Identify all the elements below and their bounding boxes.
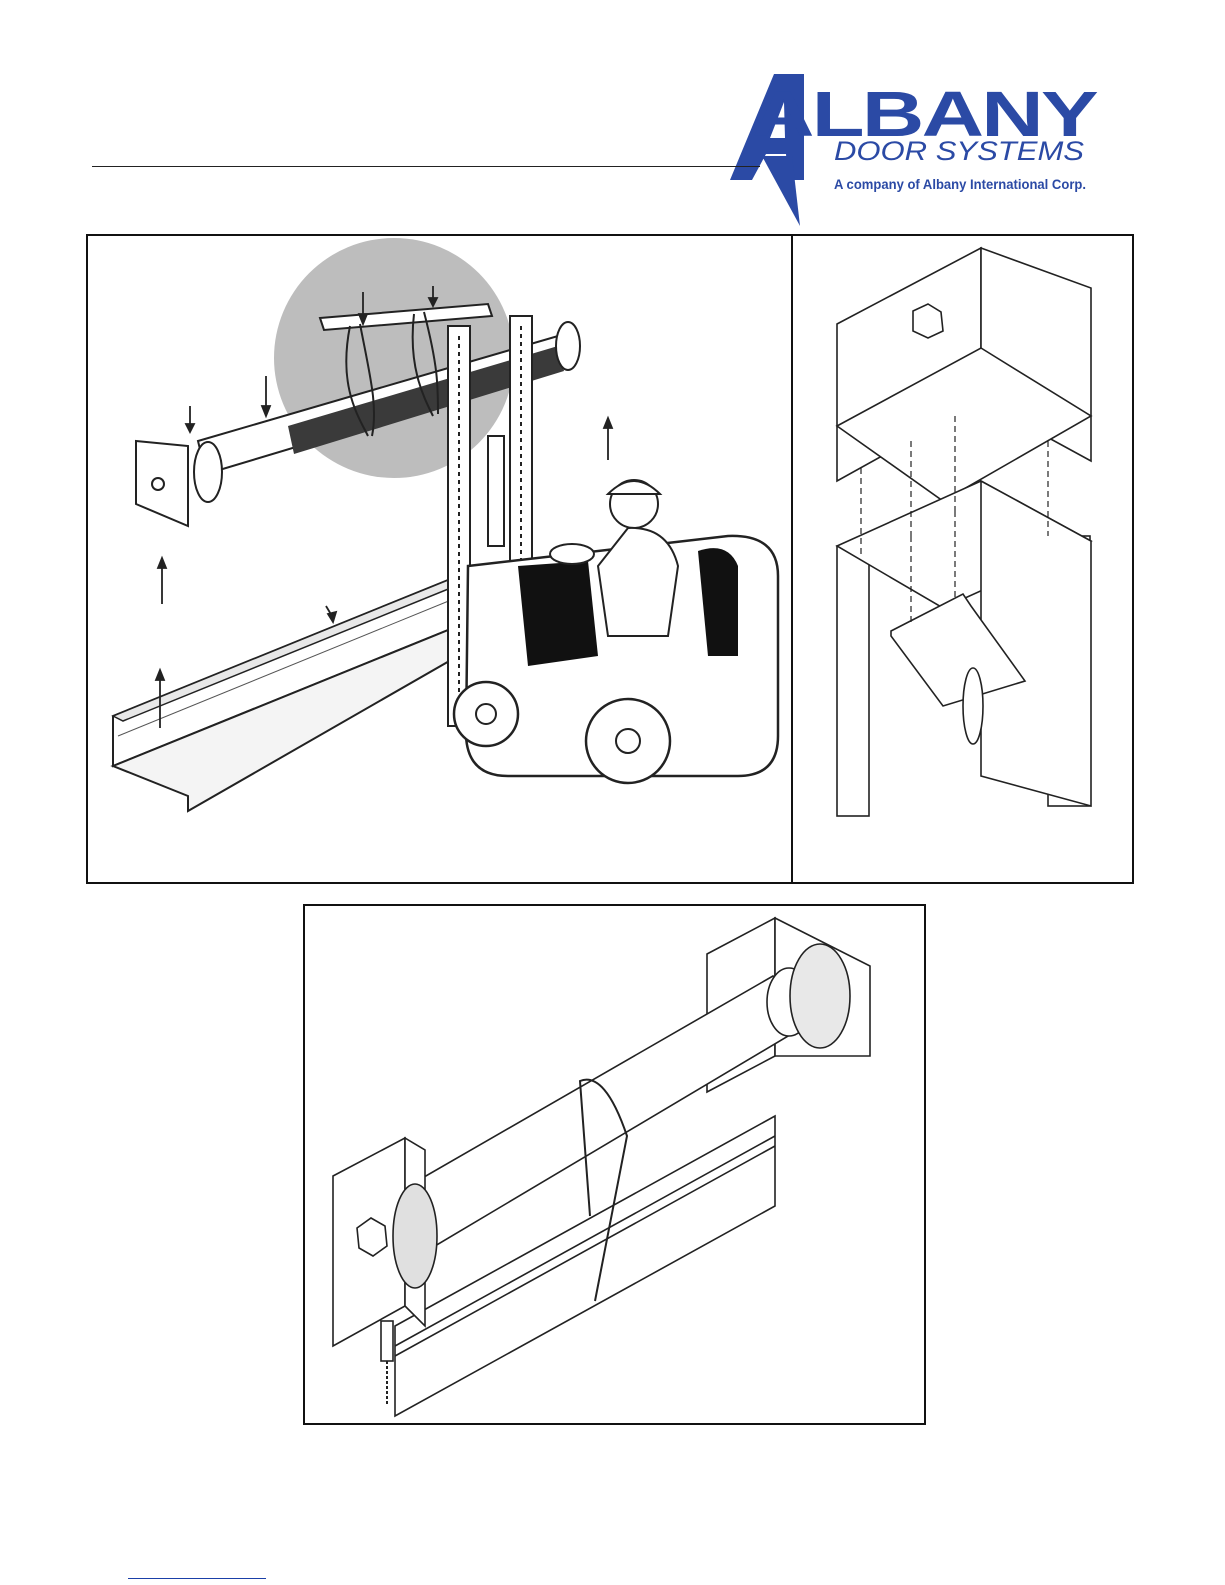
roller-icon <box>305 906 924 1423</box>
figure-exploded-bracket <box>791 234 1134 884</box>
company-line: A company of Albany International Corp. <box>834 176 1086 192</box>
footer-link-underline[interactable] <box>128 1578 266 1579</box>
bracket-icon <box>793 236 1132 882</box>
brand-tagline: DOOR SYSTEMS <box>834 136 1084 166</box>
figure-forklift <box>86 234 793 884</box>
company-logo: ALBANY DOOR SYSTEMS A company of Albany … <box>722 68 1102 228</box>
header-rule <box>92 166 760 167</box>
forklift-icon <box>88 236 791 882</box>
figure-roller-assembly <box>303 904 926 1425</box>
albany-logo-mark: ALBANY DOOR SYSTEMS A company of Albany … <box>722 68 1102 228</box>
